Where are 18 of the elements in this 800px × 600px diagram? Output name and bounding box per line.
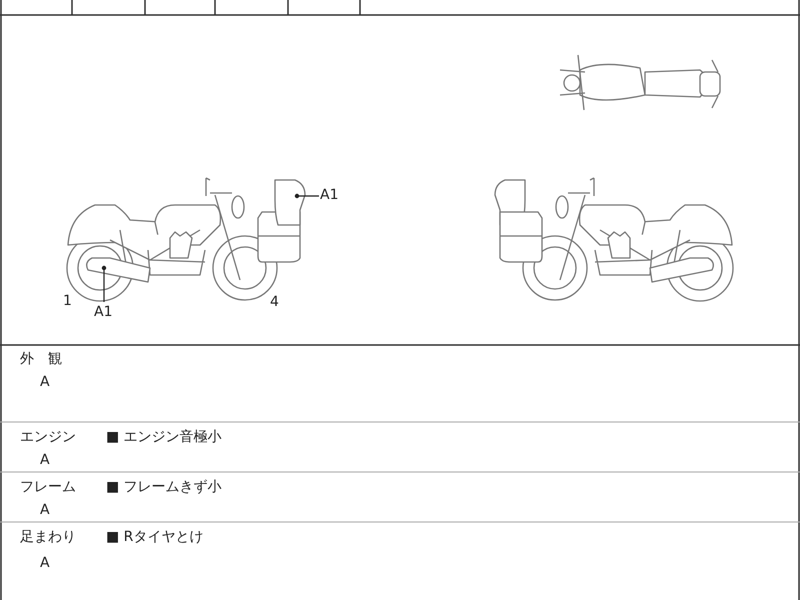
top-case bbox=[274, 179, 306, 226]
callout-number: 1 bbox=[63, 292, 72, 310]
row-heading: エンジン bbox=[20, 428, 76, 446]
row-heading: 外 観 bbox=[20, 350, 62, 368]
callout-label: A1 bbox=[320, 186, 338, 204]
note-text: ■ フレームきず小 bbox=[106, 478, 222, 496]
note-text: ■ Rタイヤとけ bbox=[106, 528, 204, 546]
grade-label: A bbox=[40, 451, 50, 469]
grade-label: A bbox=[40, 554, 50, 572]
grade-label: A bbox=[40, 373, 50, 391]
callout-number: 4 bbox=[270, 293, 279, 311]
note-text: ■ エンジン音極小 bbox=[106, 428, 222, 446]
callout-label: A1 bbox=[94, 303, 112, 321]
exhaust-muffler bbox=[86, 257, 151, 283]
row-heading: フレーム bbox=[20, 478, 76, 496]
grade-label: A bbox=[40, 501, 50, 519]
row-heading: 足まわり bbox=[20, 528, 76, 546]
leader-line bbox=[294, 194, 319, 198]
